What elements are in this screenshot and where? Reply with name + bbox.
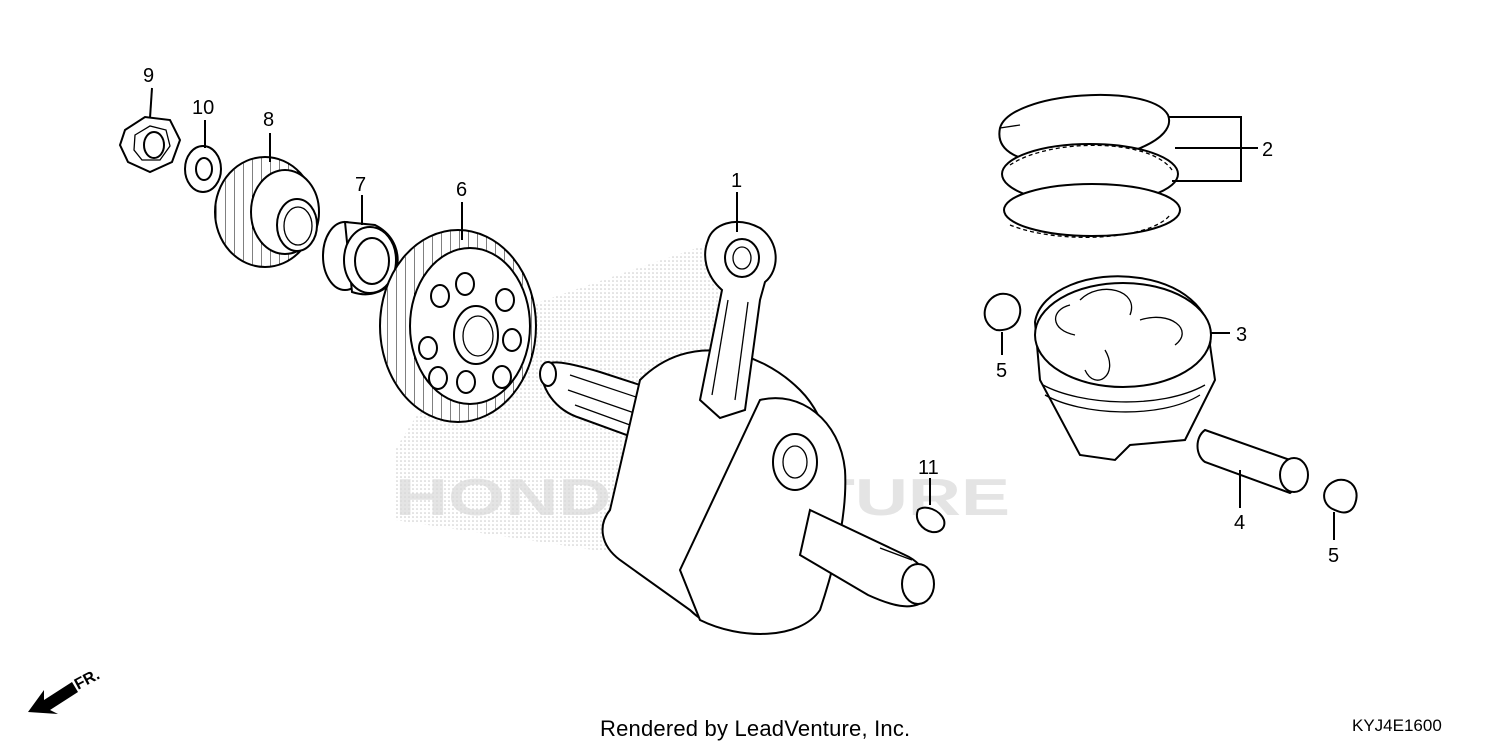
part-5-circlip-left[interactable] [983, 292, 1022, 355]
direction-label: FR. [72, 666, 103, 693]
part-7-needle-bearing[interactable] [322, 195, 399, 296]
part-2-piston-ring-set[interactable] [998, 93, 1258, 238]
credit-text: Rendered by LeadVenture, Inc. [600, 716, 911, 741]
callout-3: 3 [1236, 324, 1247, 346]
part-10-washer[interactable] [184, 120, 222, 193]
callout-2: 2 [1262, 139, 1273, 161]
diagram-code: KYJ4E1600 [1352, 716, 1442, 735]
callout-7: 7 [355, 174, 366, 196]
front-direction-arrow: FR. [28, 666, 103, 714]
part-5-circlip-right[interactable] [1323, 478, 1358, 540]
part-9-nut[interactable] [118, 87, 182, 174]
part-3-piston[interactable] [1033, 275, 1230, 462]
callout-10: 10 [192, 97, 214, 119]
callout-5-left: 5 [996, 360, 1007, 382]
part-11-key[interactable] [916, 478, 946, 534]
callout-5-right: 5 [1328, 545, 1339, 567]
callout-11: 11 [918, 457, 939, 479]
part-8-gear[interactable] [214, 133, 320, 268]
part-1-crankshaft-assembly[interactable] [539, 192, 935, 635]
callout-6: 6 [456, 179, 467, 201]
part-6-primary-gear[interactable] [379, 202, 537, 423]
callout-9: 9 [143, 65, 154, 87]
callout-1: 1 [731, 170, 742, 192]
callout-8: 8 [263, 109, 274, 131]
part-4-piston-pin[interactable] [1196, 428, 1309, 508]
callout-4: 4 [1234, 512, 1245, 534]
